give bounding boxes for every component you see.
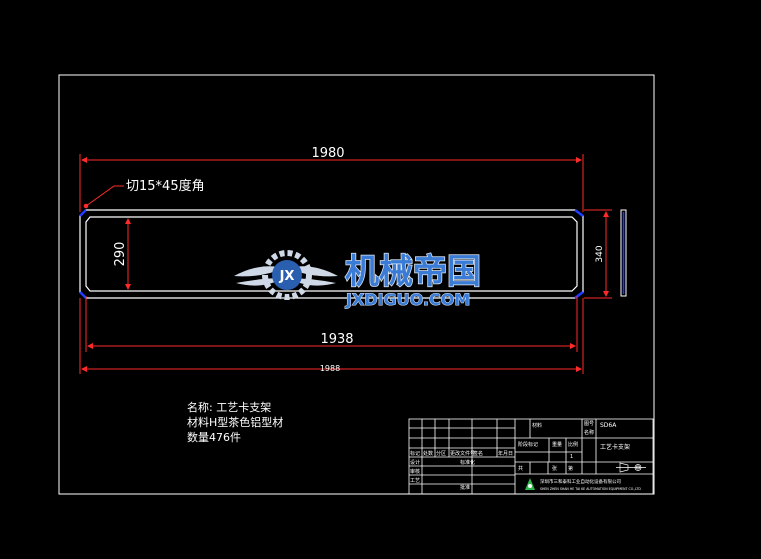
- tb-cell-mark: 标记: [410, 450, 420, 457]
- watermark-cn: 机械帝国: [345, 252, 481, 292]
- tb-cell-sign: 签名: [473, 450, 483, 457]
- tb-cell-scale: 比例: [568, 441, 578, 448]
- tb-cell-total: 共: [518, 465, 523, 472]
- tb-cell-no: 第: [568, 465, 573, 472]
- tb-cell-zone: 分区: [436, 450, 446, 457]
- tb-cell-count: 处数: [423, 450, 433, 457]
- note-quantity: 数量476件: [187, 431, 241, 444]
- corner-marks: [79, 209, 584, 299]
- note-name: 名称: 工艺卡支架: [187, 401, 272, 414]
- tb-company-en: SHEN ZHEN SHAN HE TAI KE AUTOMATION EQUI…: [540, 487, 641, 491]
- tb-cell-approve: 批准: [460, 484, 470, 491]
- dim-inner: [85, 296, 578, 352]
- gear-emblem-icon: JX: [234, 250, 338, 300]
- dim-inner-label: 1938: [320, 332, 353, 347]
- note-material: 材料H型茶色铝型材: [187, 416, 284, 429]
- dim-left-label: 290: [113, 242, 128, 267]
- tb-cell-stage: 阶段标记: [518, 441, 538, 448]
- chamfer-note: 切15*45度角: [126, 178, 205, 194]
- dim-top-label: 1980: [311, 146, 344, 161]
- dim-bottom: [79, 298, 584, 374]
- watermark-en: JXDIGUO.COM: [345, 290, 470, 309]
- dim-bottom-label: 1988: [320, 364, 340, 373]
- tb-cell-sheet: 张: [552, 465, 557, 472]
- drawing-frame: [58, 74, 655, 495]
- projection-symbol-icon: [616, 462, 646, 473]
- dim-right: [584, 209, 612, 299]
- tb-drawing-no: SD6A: [600, 422, 617, 429]
- dim-top: [79, 154, 584, 212]
- tb-cell-weight: 重量: [552, 441, 562, 448]
- tb-cell-process: 工艺: [410, 478, 420, 484]
- emblem-text: JX: [279, 269, 295, 284]
- tb-cell-standard: 标准化: [460, 459, 475, 466]
- side-view: [620, 209, 627, 297]
- tb-cell-ratio: 1: [570, 454, 573, 460]
- tb-cell-name: 名称: [584, 429, 594, 436]
- tb-cell-dwgno: 图号: [584, 421, 594, 427]
- part-outline: [79, 209, 584, 299]
- chamfer-leader: [83, 185, 124, 209]
- tb-cell-review: 审核: [410, 468, 420, 475]
- tb-part-name: 工艺卡支架: [600, 443, 630, 451]
- tb-cell-design: 设计: [410, 459, 420, 466]
- company-logo-icon: [525, 478, 535, 490]
- title-block: [408, 418, 654, 495]
- tb-company: 深圳市三和泰科工业自动化设备有限公司: [540, 478, 621, 485]
- title-block-text: 标记 处数 分区 更改文件号 签名 年月日 设计 标准化 审核 工艺 批准 阶段…: [410, 421, 641, 491]
- tb-cell-material: 材料: [532, 422, 542, 429]
- watermark: JX 机械帝国 JXDIGUO.COM: [234, 250, 482, 310]
- tb-cell-date: 年月日: [498, 450, 513, 457]
- tb-cell-change: 更改文件号: [450, 450, 475, 457]
- dim-right-label: 340: [595, 245, 605, 262]
